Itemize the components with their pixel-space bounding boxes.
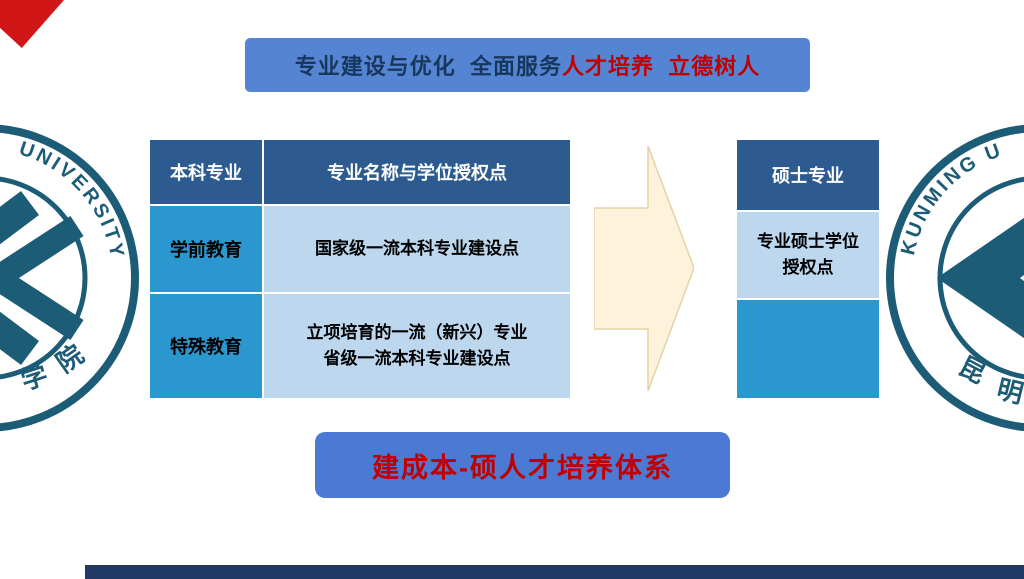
undergrad-header-cell: 本科专业 <box>150 140 262 204</box>
title-text-primary: 专业建设与优化 全面服务 <box>294 54 562 79</box>
corner-ribbon <box>0 0 64 48</box>
seal-emblem-chevron-icon <box>936 217 1024 339</box>
masters-empty-cell <box>737 300 879 398</box>
title-text-accent: 人才培养 立德树人 <box>562 54 761 79</box>
masters-table: 硕士专业 专业硕士学位 授权点 <box>737 140 879 398</box>
footer-bar <box>85 565 1024 579</box>
masters-header-cell: 硕士专业 <box>737 140 879 210</box>
university-seal-right: KUNMING U 昆 明 <box>886 124 1024 432</box>
university-seal-left: UNIVERSITY 学 院 <box>0 124 139 432</box>
row-value-provincial-first-class: 立项培育的一流（新兴）专业 省级一流本科专业建设点 <box>264 294 570 398</box>
masters-degree-point-cell: 专业硕士学位 授权点 <box>737 212 879 298</box>
conclusion-text: 建成本-硕人才培养体系 <box>372 452 673 483</box>
row-value-national-first-class: 国家级一流本科专业建设点 <box>264 206 570 292</box>
seal-emblem-chevron-icon <box>0 215 84 341</box>
row-label-special-education: 特殊教育 <box>150 294 262 398</box>
seal-emblem-chevron-icon <box>970 237 1024 319</box>
seal-cjk-char: 明 <box>994 374 1024 409</box>
degree-point-header-cell: 专业名称与学位授权点 <box>264 140 570 204</box>
undergraduate-table: 本科专业 专业名称与学位授权点 学前教育 国家级一流本科专业建设点 特殊教育 立… <box>150 140 570 398</box>
right-arrow-icon <box>594 146 694 391</box>
seal-outer-ring <box>0 124 139 432</box>
conclusion-banner: 建成本-硕人才培养体系 <box>315 432 730 498</box>
title-banner: 专业建设与优化 全面服务人才培养 立德树人 <box>245 38 810 92</box>
seal-inner-ring <box>0 176 88 380</box>
row-label-preschool-education: 学前教育 <box>150 206 262 292</box>
